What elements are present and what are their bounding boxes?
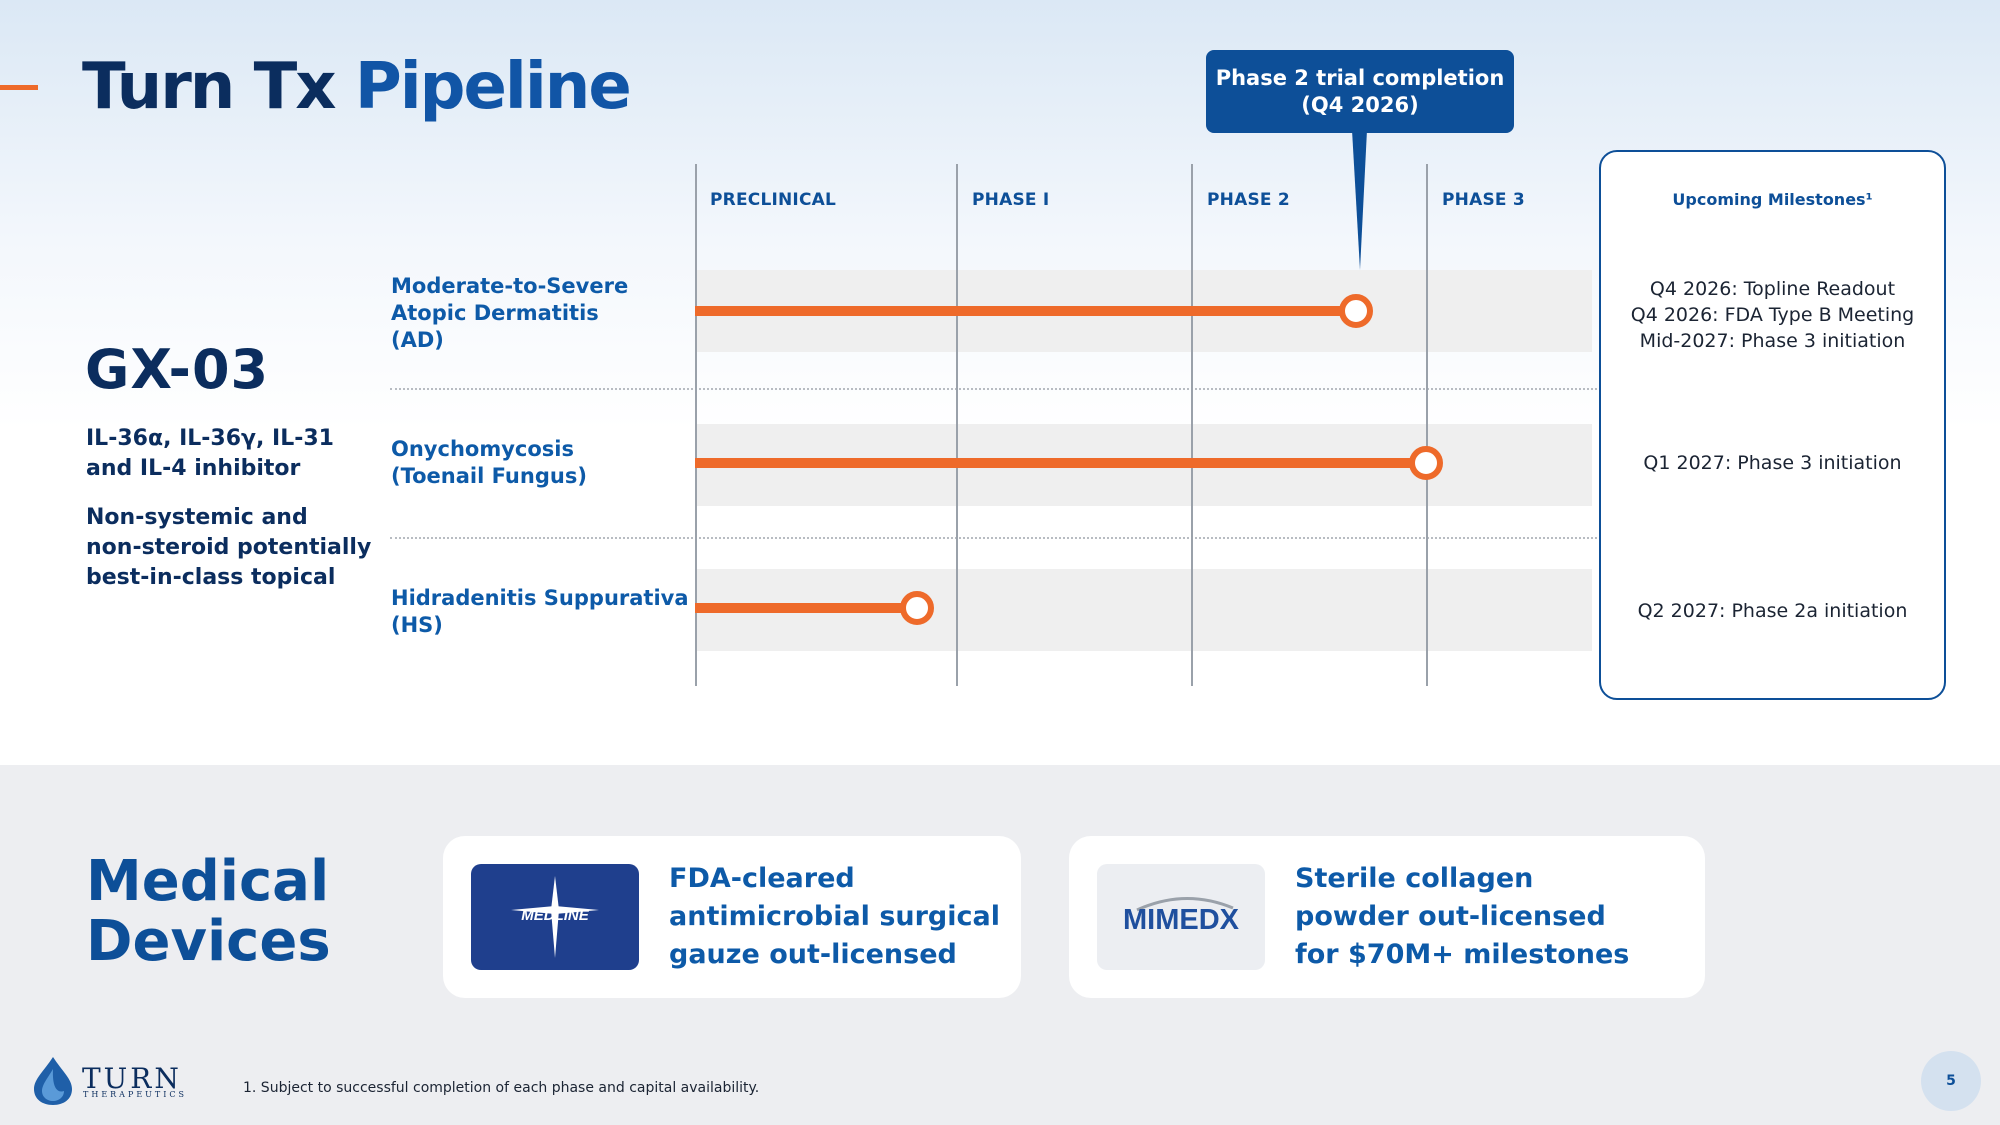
indication-line: Onychomycosis — [391, 437, 574, 461]
medline-description: FDA-cleared antimicrobial surgical gauze… — [669, 860, 1000, 974]
program-desc-line: and IL-4 inhibitor — [86, 456, 301, 481]
mimedx-description: Sterile collagen powder out-licensed for… — [1295, 860, 1629, 974]
progress-bar-ad — [695, 306, 1356, 316]
phase-divider-line — [695, 164, 697, 686]
program-desc-line: non-steroid potentially — [86, 535, 372, 560]
indication-hs: Hidradenitis Suppurativa (HS) — [391, 585, 689, 639]
page-number: 5 — [1921, 1051, 1981, 1111]
milestone-item: Mid-2027: Phase 3 initiation — [1639, 330, 1906, 352]
milestones-onychomycosis: Q1 2027: Phase 3 initiation — [1601, 450, 1944, 476]
indication-onychomycosis: Onychomycosis (Toenail Fungus) — [391, 436, 587, 490]
device-card-mimedx: MIMEDX Sterile collagen powder out-licen… — [1069, 836, 1705, 998]
card-line: powder out-licensed — [1295, 901, 1606, 932]
turn-drop-icon — [34, 1057, 72, 1105]
phase-label-preclinical: PRECLINICAL — [710, 190, 837, 210]
milestones-ad: Q4 2026: Topline Readout Q4 2026: FDA Ty… — [1601, 276, 1944, 354]
phase-divider-line — [956, 164, 958, 686]
progress-marker-ad — [1338, 294, 1373, 328]
progress-bar-hs — [695, 603, 917, 613]
mimedx-arc-icon: MIMEDX — [1123, 896, 1240, 936]
program-desc-line: IL-36α, IL-36γ, IL-31 — [86, 426, 334, 451]
row-divider — [390, 388, 1945, 390]
page-title: Turn Tx Pipeline — [82, 50, 632, 124]
md-title-line: Devices — [86, 909, 331, 974]
indication-line: (AD) — [391, 328, 444, 352]
brand-subtitle: THERAPEUTICS — [83, 1090, 188, 1099]
progress-marker-hs — [899, 591, 934, 625]
progress-marker-onychomycosis — [1409, 446, 1443, 480]
program-desc-line: best-in-class topical — [86, 565, 336, 590]
row-divider — [390, 537, 1945, 539]
phase-label-phase2: PHASE 2 — [1207, 190, 1290, 210]
indication-line: Atopic Dermatitis — [391, 301, 599, 325]
indication-line: (HS) — [391, 613, 443, 637]
medical-devices-title: Medical Devices — [86, 852, 331, 972]
indication-line: Hidradenitis Suppurativa — [391, 586, 689, 610]
footnote: 1. Subject to successful completion of e… — [243, 1080, 760, 1096]
milestones-hs: Q2 2027: Phase 2a initiation — [1601, 598, 1944, 624]
indication-line: (Toenail Fungus) — [391, 464, 587, 488]
progress-bar-onychomycosis — [695, 458, 1426, 468]
milestones-panel: Upcoming Milestones¹ Q4 2026: Topline Re… — [1599, 150, 1946, 700]
program-profile: Non-systemic and non-steroid potentially… — [86, 503, 371, 593]
indication-ad: Moderate-to-Severe Atopic Dermatitis (AD… — [391, 273, 628, 354]
indication-line: Moderate-to-Severe — [391, 274, 629, 298]
title-part2: Pipeline — [354, 50, 632, 124]
medline-logo-text: MEDLINE — [521, 907, 589, 924]
card-line: for $70M+ milestones — [1295, 939, 1630, 970]
phase-label-phase3: PHASE 3 — [1442, 190, 1525, 210]
device-card-medline: MEDLINE FDA-cleared antimicrobial surgic… — [443, 836, 1021, 998]
program-name: GX-03 — [85, 338, 270, 401]
phase-label-phase1: PHASE I — [972, 190, 1050, 210]
card-line: gauze out-licensed — [669, 939, 957, 970]
callout-line2: (Q4 2026) — [1301, 92, 1419, 117]
phase-divider-line — [1191, 164, 1193, 686]
program-mechanism: IL-36α, IL-36γ, IL-31 and IL-4 inhibitor — [86, 424, 334, 484]
title-part1: Turn Tx — [82, 50, 337, 124]
mimedx-logo: MIMEDX — [1097, 864, 1265, 970]
accent-line — [0, 85, 38, 90]
card-line: antimicrobial surgical — [669, 901, 1000, 932]
milestone-item: Q4 2026: FDA Type B Meeting — [1630, 304, 1915, 326]
medline-logo: MEDLINE — [471, 864, 639, 970]
program-desc-line: Non-systemic and — [86, 505, 308, 530]
brand-name: TURN — [82, 1062, 182, 1095]
phase2-callout: Phase 2 trial completion (Q4 2026) — [1206, 50, 1514, 133]
milestone-item: Q2 2027: Phase 2a initiation — [1637, 600, 1908, 622]
milestone-item: Q4 2026: Topline Readout — [1649, 278, 1896, 300]
milestones-header: Upcoming Milestones¹ — [1672, 190, 1873, 209]
phase-divider-line — [1426, 164, 1428, 686]
milestone-item: Q1 2027: Phase 3 initiation — [1643, 452, 1902, 474]
card-line: FDA-cleared — [669, 863, 855, 894]
md-title-line: Medical — [86, 849, 330, 914]
callout-line1: Phase 2 trial completion — [1215, 65, 1505, 90]
medline-star-icon: MEDLINE — [511, 876, 599, 958]
callout-pointer — [1352, 130, 1367, 270]
card-line: Sterile collagen — [1295, 863, 1534, 894]
mimedx-logo-text: MIMEDX — [1123, 904, 1240, 936]
